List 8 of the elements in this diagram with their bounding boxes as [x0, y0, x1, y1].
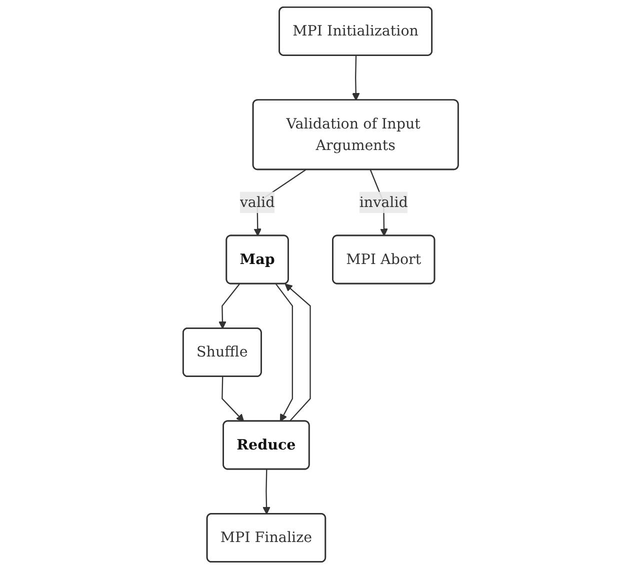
arrow [262, 470, 270, 514]
arrow [284, 284, 311, 422]
arrow [221, 376, 244, 422]
arrow [275, 284, 293, 422]
edge-label: valid [240, 194, 275, 210]
arrow [218, 284, 240, 329]
arrow [352, 56, 360, 101]
edge-label: invalid [359, 194, 408, 210]
